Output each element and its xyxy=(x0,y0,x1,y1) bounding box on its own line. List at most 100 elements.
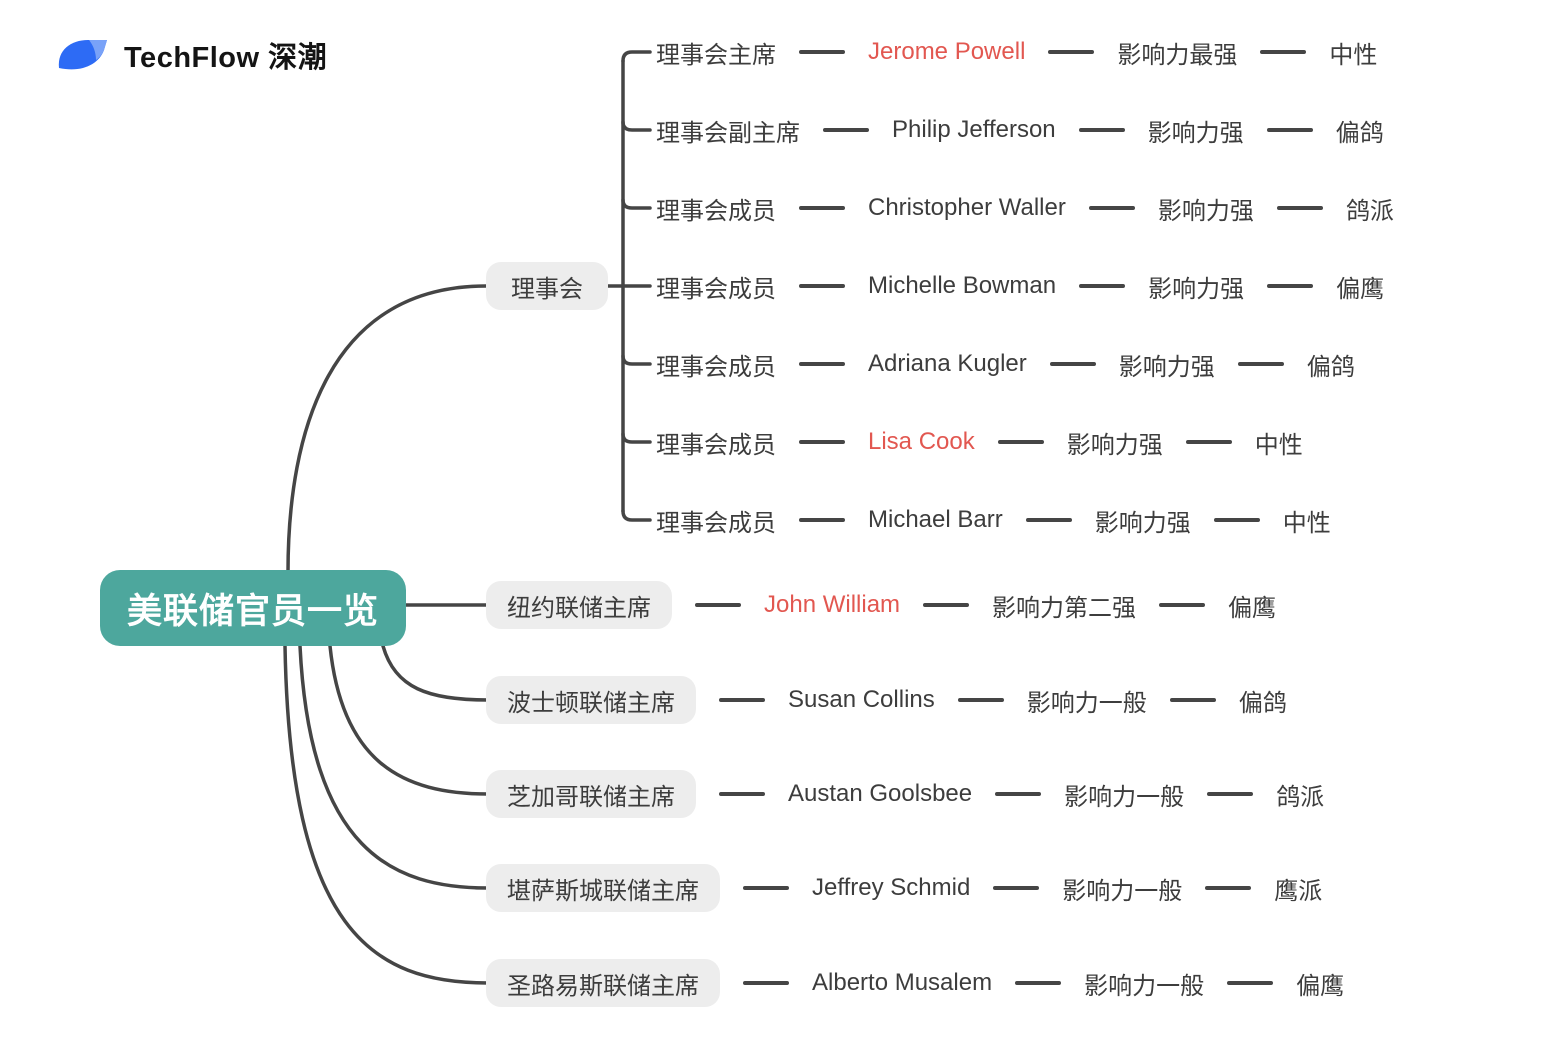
role-label: 理事会成员 xyxy=(656,197,776,225)
official-name: Christopher Waller xyxy=(868,194,1066,221)
official-name: Philip Jefferson xyxy=(892,116,1056,143)
official-name: Michelle Bowman xyxy=(868,272,1057,299)
board-row: 理事会主席 Jerome Powell 影响力最强 中性 xyxy=(648,28,1377,76)
regional-row: 圣路易斯联储主席 Alberto Musalem 影响力一般 偏鹰 xyxy=(486,959,1344,1007)
board-row: 理事会成员 Adriana Kugler 影响力强 偏鸽 xyxy=(648,340,1355,388)
role-label: 理事会成员 xyxy=(656,509,776,537)
stance-label: 鸽派 xyxy=(1345,197,1394,225)
official-name: Susan Collins xyxy=(788,686,935,713)
influence-label: 影响力第二强 xyxy=(992,594,1137,622)
connector-dash xyxy=(923,603,970,607)
connector-dash xyxy=(1078,128,1125,132)
stance-label: 偏鸽 xyxy=(1335,119,1384,147)
connector-dash xyxy=(743,981,789,985)
connector-dash xyxy=(995,792,1042,796)
official-name: Adriana Kugler xyxy=(868,350,1027,377)
root-node: 美联储官员一览 xyxy=(100,570,406,646)
official-name: Lisa Cook xyxy=(868,428,975,455)
board-row: 理事会成员 Lisa Cook 影响力强 中性 xyxy=(648,418,1303,466)
connector-dash xyxy=(1267,284,1314,288)
role-label: 理事会副主席 xyxy=(656,119,800,147)
connector-dash xyxy=(823,128,869,132)
connector-dash xyxy=(799,518,845,522)
stance-label: 偏鸽 xyxy=(1306,353,1355,381)
stance-label: 中性 xyxy=(1329,41,1378,69)
role-label: 理事会成员 xyxy=(656,353,776,381)
connector-dash xyxy=(695,603,741,607)
influence-label: 影响力强 xyxy=(1157,197,1254,225)
branch-node: 圣路易斯联储主席 xyxy=(486,959,720,1007)
connector-dash xyxy=(1169,698,1216,702)
influence-label: 影响力最强 xyxy=(1117,41,1238,69)
role-label: 理事会成员 xyxy=(656,431,776,459)
connector-dash xyxy=(1015,981,1062,985)
influence-label: 影响力强 xyxy=(1147,119,1244,147)
connector-dash xyxy=(1266,128,1313,132)
regional-row: 堪萨斯城联储主席 Jeffrey Schmid 影响力一般 鹰派 xyxy=(486,864,1322,912)
stance-label: 偏鹰 xyxy=(1228,594,1277,622)
influence-label: 影响力强 xyxy=(1118,353,1215,381)
stance-label: 中性 xyxy=(1254,431,1303,459)
connector-dash xyxy=(799,440,845,444)
board-row: 理事会成员 Michael Barr 影响力强 中性 xyxy=(648,496,1331,544)
influence-label: 影响力一般 xyxy=(1062,877,1183,905)
influence-label: 影响力强 xyxy=(1094,509,1191,537)
connector-dash xyxy=(1237,362,1284,366)
connector-dash xyxy=(1213,518,1260,522)
board-node: 理事会 xyxy=(486,262,608,310)
board-row: 理事会成员 Michelle Bowman 影响力强 偏鹰 xyxy=(648,262,1384,310)
branch-node: 波士顿联储主席 xyxy=(486,676,696,724)
connector-dash xyxy=(1159,603,1206,607)
connector-dash xyxy=(1025,518,1072,522)
official-name: John William xyxy=(764,591,901,618)
stance-label: 偏鸽 xyxy=(1238,689,1287,717)
connector-dash xyxy=(1049,362,1096,366)
connector-dash xyxy=(1048,50,1095,54)
influence-label: 影响力强 xyxy=(1148,275,1245,303)
connector-dash xyxy=(1227,981,1274,985)
role-label: 理事会成员 xyxy=(656,275,776,303)
branch-node: 纽约联储主席 xyxy=(486,581,672,629)
connector-dash xyxy=(1260,50,1307,54)
influence-label: 影响力强 xyxy=(1066,431,1163,459)
stance-label: 偏鹰 xyxy=(1336,275,1385,303)
logo: TechFlow 深潮 xyxy=(55,34,327,76)
board-row: 理事会成员 Christopher Waller 影响力强 鸽派 xyxy=(648,184,1394,232)
official-name: Jeffrey Schmid xyxy=(812,874,971,901)
influence-label: 影响力一般 xyxy=(1026,689,1147,717)
connector-dash xyxy=(997,440,1044,444)
influence-label: 影响力一般 xyxy=(1064,783,1185,811)
role-label: 理事会主席 xyxy=(656,41,776,69)
connector-dash xyxy=(1088,206,1135,210)
connector-dash xyxy=(799,206,845,210)
connector-dash xyxy=(1207,792,1254,796)
stance-label: 鹰派 xyxy=(1274,877,1323,905)
regional-row: 芝加哥联储主席 Austan Goolsbee 影响力一般 鸽派 xyxy=(486,770,1324,818)
connector-dash xyxy=(719,792,765,796)
stance-label: 中性 xyxy=(1282,509,1331,537)
influence-label: 影响力一般 xyxy=(1084,972,1205,1000)
connector-dash xyxy=(1079,284,1126,288)
stance-label: 鸽派 xyxy=(1276,783,1325,811)
connector-dash xyxy=(1276,206,1323,210)
connector-dash xyxy=(719,698,765,702)
connector-dash xyxy=(799,50,845,54)
branch-node: 堪萨斯城联储主席 xyxy=(486,864,720,912)
branch-node: 芝加哥联储主席 xyxy=(486,770,696,818)
stance-label: 偏鹰 xyxy=(1296,972,1345,1000)
regional-row: 纽约联储主席 John William 影响力第二强 偏鹰 xyxy=(486,581,1276,629)
connector-dash xyxy=(1205,886,1252,890)
connector-dash xyxy=(1185,440,1232,444)
connector-dash xyxy=(993,886,1040,890)
connector-dash xyxy=(799,284,845,288)
connector-dash xyxy=(743,886,789,890)
official-name: Alberto Musalem xyxy=(812,969,993,996)
board-row: 理事会副主席 Philip Jefferson 影响力强 偏鸽 xyxy=(648,106,1384,154)
connector-dash xyxy=(799,362,845,366)
logo-text: TechFlow 深潮 xyxy=(124,42,328,74)
official-name: Austan Goolsbee xyxy=(788,780,973,807)
official-name: Michael Barr xyxy=(868,506,1003,533)
connector-dash xyxy=(957,698,1004,702)
